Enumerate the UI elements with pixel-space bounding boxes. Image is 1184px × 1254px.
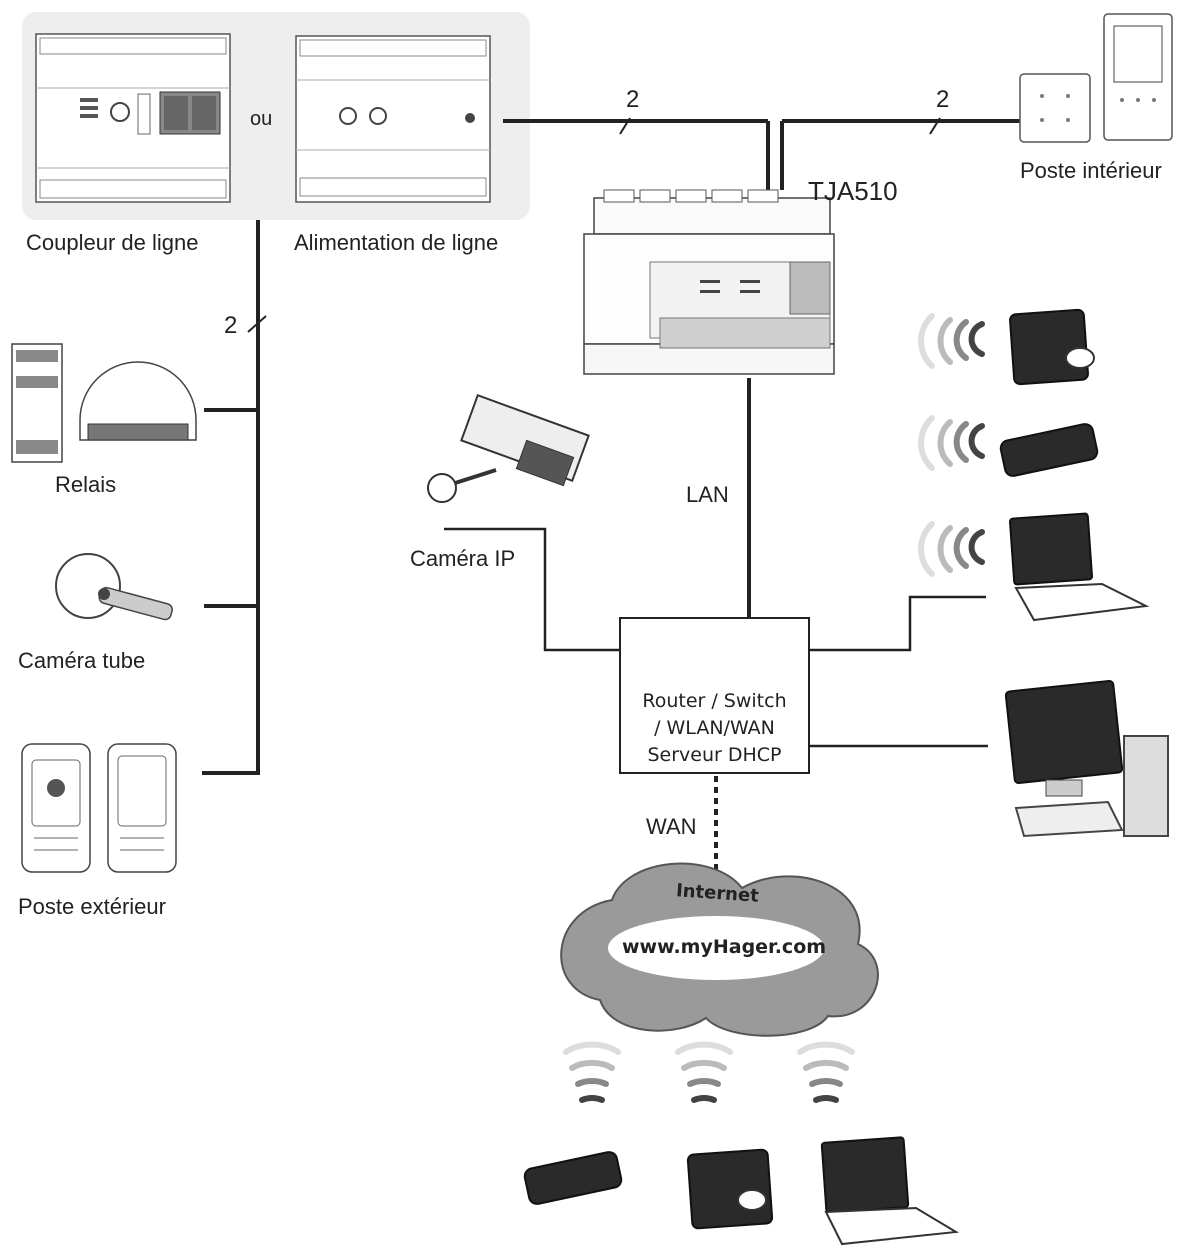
- alimentation-label: Alimentation de ligne: [294, 230, 499, 255]
- smartphone-icon-right: [999, 423, 1099, 477]
- outdoor-station-icon: [21, 743, 177, 873]
- router-line-3: Serveur DHCP: [647, 744, 782, 766]
- tube-camera-icon: [55, 553, 173, 621]
- poste-interieur-label: Poste intérieur: [1020, 158, 1162, 183]
- router-box: [619, 617, 810, 774]
- poste-exterieur-label: Poste extérieur: [18, 894, 166, 919]
- wifi-waves-bottom: [563, 1041, 855, 1103]
- laptop-icon-right: [1008, 512, 1150, 622]
- wifi-waves-right: [918, 313, 985, 577]
- laptop-icon-bottom: [820, 1136, 960, 1246]
- relais-label: Relais: [55, 472, 117, 497]
- tablet-icon-bottom: [686, 1148, 774, 1230]
- camera-tube-label: Caméra tube: [18, 648, 146, 673]
- tablet-icon-right: [1009, 308, 1095, 386]
- router-label: Router / Switch / WLAN/WAN Serveur DHCP: [619, 688, 810, 769]
- wire-count-ticks: [247, 117, 941, 333]
- network-lines: [444, 527, 988, 748]
- left-bus-wire-count: 2: [224, 312, 238, 339]
- ip-camera-icon: [427, 393, 590, 503]
- alimentation-module-icon: [295, 35, 491, 203]
- tja510-label: TJA510: [808, 176, 898, 206]
- router-line-1: Router / Switch: [642, 690, 787, 712]
- coupleur-label: Coupleur de ligne: [26, 230, 199, 255]
- router-line-2: / WLAN/WAN: [654, 717, 775, 739]
- top-bus-wire-count: 2: [626, 86, 640, 113]
- relay-icon: [11, 343, 197, 463]
- bus-lines: [202, 119, 1026, 775]
- wan-label: WAN: [646, 814, 697, 839]
- right-bus-wire-count: 2: [936, 86, 950, 113]
- internet-cloud-icon: [560, 862, 879, 1037]
- coupleur-module-icon: [35, 33, 231, 203]
- smartphone-icon-bottom: [523, 1151, 623, 1205]
- or-label: ou: [250, 108, 273, 130]
- indoor-station-icon: [1019, 13, 1173, 143]
- camera-ip-label: Caméra IP: [410, 546, 516, 571]
- myhager-url-label: www.myHager.com: [622, 936, 827, 958]
- desktop-computer-icon: [1004, 680, 1169, 838]
- lan-label: LAN: [686, 482, 729, 507]
- tja510-device-icon: [583, 189, 835, 375]
